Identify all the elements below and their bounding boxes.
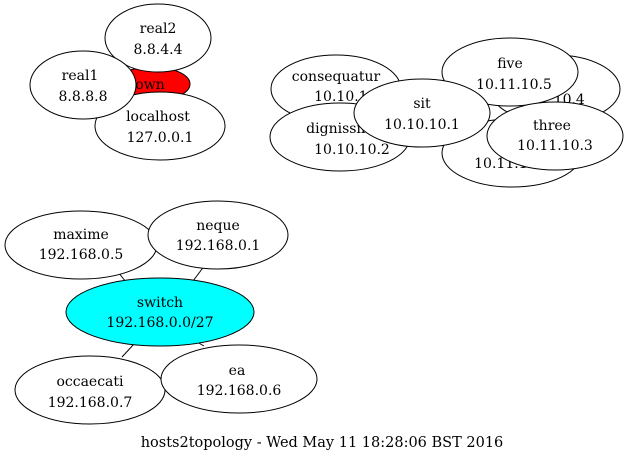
node-three-ip: 10.11.10.3 [517, 138, 593, 154]
node-ea-ip: 192.168.0.6 [197, 383, 282, 399]
node-neque-ip: 192.168.0.1 [176, 238, 261, 254]
edge-occaecati-switch [121, 343, 135, 358]
node-real2[interactable]: real2 8.8.4.4 [104, 3, 212, 73]
node-consequatur-name: consequatur [292, 69, 381, 85]
node-occaecati[interactable]: occaecati 192.168.0.7 [14, 355, 166, 425]
node-dignissimos-ip: 10.10.10.2 [314, 142, 390, 158]
node-real1-ip: 8.8.8.8 [59, 89, 108, 105]
node-sit-name: sit [413, 96, 431, 112]
node-sit[interactable]: sit 10.10.10.1 [353, 78, 491, 148]
node-switch[interactable]: switch 192.168.0.0/27 [65, 277, 255, 347]
node-five[interactable]: five 10.11.10.5 [441, 37, 579, 107]
node-real1-name: real1 [62, 68, 99, 84]
node-real1-shape [29, 50, 137, 120]
node-real1[interactable]: real1 8.8.8.8 [29, 50, 137, 120]
node-real2-shape [104, 3, 212, 73]
node-real2-name: real2 [140, 21, 177, 37]
node-switch-ip: 192.168.0.0/27 [106, 315, 213, 331]
node-real2-ip: 8.8.4.4 [134, 42, 183, 58]
node-three[interactable]: three 10.11.10.3 [486, 101, 624, 171]
node-neque-shape [147, 200, 289, 270]
node-localhost[interactable]: localhost 127.0.0.1 [94, 91, 226, 161]
node-five-ip: 10.11.10.5 [476, 77, 552, 93]
node-three-name: three [533, 118, 571, 134]
node-switch-name: switch [137, 295, 183, 311]
node-occaecati-ip: 192.168.0.7 [48, 395, 133, 411]
node-five-shape [441, 37, 579, 107]
node-localhost-ip: 127.0.0.1 [127, 130, 194, 146]
node-maxime[interactable]: maxime 192.168.0.5 [4, 210, 158, 280]
node-own-name: own [135, 77, 164, 93]
node-sit-ip: 10.10.10.1 [384, 117, 460, 133]
node-sit-shape [353, 78, 491, 148]
node-localhost-name: localhost [126, 109, 190, 125]
node-neque-name: neque [196, 218, 240, 234]
node-localhost-shape [94, 91, 226, 161]
node-neque[interactable]: neque 192.168.0.1 [147, 200, 289, 270]
node-ea-name: ea [229, 363, 246, 379]
node-maxime-ip: 192.168.0.5 [39, 247, 124, 263]
node-three-shape [486, 101, 624, 171]
node-maxime-shape [4, 210, 158, 280]
node-switch-shape [65, 277, 255, 347]
node-occaecati-name: occaecati [56, 374, 124, 390]
node-maxime-name: maxime [53, 227, 109, 243]
node-five-name: five [497, 56, 523, 72]
node-ea[interactable]: ea 192.168.0.6 [160, 344, 318, 414]
diagram-caption: hosts2topology - Wed May 11 18:28:06 BST… [141, 435, 504, 451]
node-ea-shape [160, 344, 318, 414]
node-occaecati-shape [14, 355, 166, 425]
